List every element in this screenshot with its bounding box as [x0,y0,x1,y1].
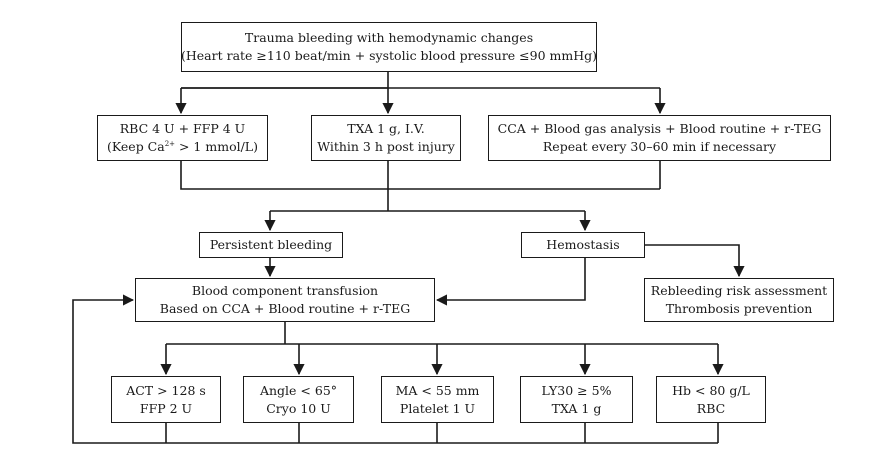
act-treatment: FFP 2 U [139,400,193,416]
txa-timing: Within 3 h post injury [317,139,455,154]
hb-box: Hb < 80 g/L RBC [656,376,766,423]
hemostasis-to-rebleeding-connector [645,244,745,278]
trauma-criteria: (Heart rate ≥110 beat/min + systolic blo… [181,48,598,63]
rbc-ffp-down-connector [180,161,660,190]
hb-criterion: Hb < 80 g/L [672,382,750,398]
angle-treatment: Cryo 10 U [266,400,331,416]
monitoring-box: CCA + Blood gas analysis + Blood routine… [488,115,831,161]
rebleeding-assessment-box: Rebleeding risk assessment Thrombosis pr… [644,278,834,322]
trauma-title: Trauma bleeding with hemodynamic changes [244,30,534,45]
ma-treatment: Platelet 1 U [399,400,476,416]
rbc-ffp-dose: RBC 4 U + FFP 4 U [119,121,246,136]
monitoring-tests: CCA + Blood gas analysis + Blood routine… [497,121,822,136]
txa-dose: TXA 1 g, I.V. [347,121,425,136]
monitoring-frequency: Repeat every 30–60 min if necessary [542,139,777,154]
thrombosis-prevention: Thrombosis prevention [665,301,813,316]
ly30-box: LY30 ≥ 5% TXA 1 g [520,376,633,423]
act-criterion: ACT > 128 s [126,382,206,398]
rebleeding-risk: Rebleeding risk assessment [650,283,828,298]
persistent-bleeding-label: Persistent bleeding [209,237,333,252]
calcium-target: (Keep Ca2+ > 1 mmol/L) [107,139,258,154]
rbc-ffp-box: RBC 4 U + FFP 4 U (Keep Ca2+ > 1 mmol/L) [97,115,268,161]
feedback-loop-connector [72,294,718,444]
act-box: ACT > 128 s FFP 2 U [111,376,221,423]
txa-iv-box: TXA 1 g, I.V. Within 3 h post injury [311,115,461,161]
hemostasis-to-transfusion-connector [435,258,586,306]
trauma-to-row1-bus-connector [181,72,389,89]
angle-criterion: Angle < 65° [259,382,338,398]
ma-box: MA < 55 mm Platelet 1 U [381,376,494,423]
hb-treatment: RBC [696,400,726,416]
trauma-bleeding-box: Trauma bleeding with hemodynamic changes… [181,22,597,72]
angle-box: Angle < 65° Cryo 10 U [243,376,354,423]
hemostasis-label: Hemostasis [546,237,620,252]
persistent-bleeding-box: Persistent bleeding [199,232,343,258]
transfusion-title: Blood component transfusion [191,283,379,298]
ly30-treatment: TXA 1 g [551,400,602,416]
hemostasis-box: Hemostasis [521,232,645,258]
blood-transfusion-box: Blood component transfusion Based on CCA… [135,278,435,322]
ly30-criterion: LY30 ≥ 5% [541,382,612,398]
ma-criterion: MA < 55 mm [395,382,480,398]
transfusion-basis: Based on CCA + Blood routine + r-TEG [159,301,411,316]
